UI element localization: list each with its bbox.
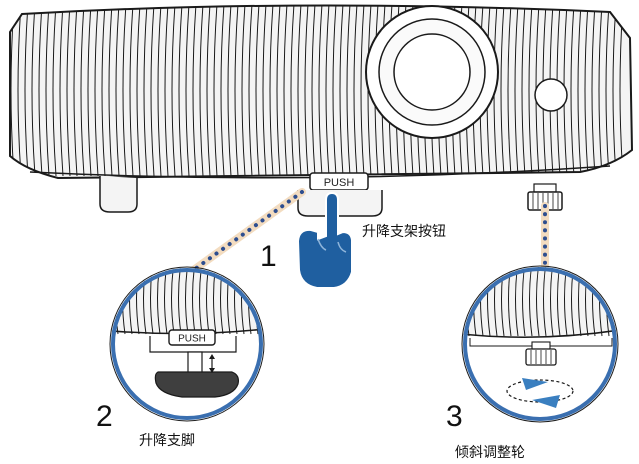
vent-line — [605, 5, 610, 177]
vent-line — [528, 5, 533, 177]
vent-line — [318, 5, 323, 177]
vent-line — [290, 5, 295, 177]
vent-line — [157, 5, 162, 177]
vent-line — [360, 5, 365, 177]
step-2-caption: 升降支脚 — [139, 433, 195, 449]
vent-line — [122, 5, 127, 177]
vent-line — [297, 5, 302, 177]
step-1-number: 1 — [260, 240, 277, 273]
vent-line — [206, 5, 211, 177]
vent-line — [52, 5, 57, 177]
vent-line — [192, 5, 197, 177]
vent-line — [115, 5, 120, 177]
zoom-push-button — [168, 329, 216, 346]
vent-line — [500, 5, 505, 177]
zoom-push-label: PUSH — [178, 334, 206, 345]
vent-line — [514, 5, 519, 177]
vent-line — [129, 5, 134, 177]
vent-line — [213, 5, 218, 177]
step-3-caption: 倾斜调整轮 — [455, 445, 525, 461]
callout-tilt-wheel — [460, 262, 619, 423]
vent-line — [584, 5, 589, 177]
ir-sensor — [534, 78, 568, 112]
zoom-tilt-wheel — [525, 348, 557, 366]
vent-line — [87, 5, 92, 177]
vent-line — [45, 5, 50, 177]
vent-line — [311, 5, 316, 177]
vent-line — [220, 5, 225, 177]
vent-line — [143, 5, 148, 177]
pointing-hand-icon — [296, 191, 353, 289]
vent-line — [353, 5, 358, 177]
step-1-caption: 升降支架按钮 — [362, 224, 446, 240]
vent-line — [591, 5, 596, 177]
vent-line — [38, 5, 43, 177]
vent-line — [102, 262, 105, 334]
vent-line — [304, 5, 309, 177]
vent-line — [199, 5, 204, 177]
push-button-label: PUSH — [324, 177, 355, 189]
up-down-arrow-icon — [209, 354, 215, 373]
vent-line — [31, 5, 36, 177]
vent-line — [507, 5, 512, 177]
vent-line — [598, 5, 603, 177]
step-2-number: 2 — [96, 400, 113, 433]
vent-line — [111, 268, 112, 335]
vent-line — [325, 5, 330, 177]
vent-line — [262, 5, 267, 177]
vent-line — [248, 5, 253, 177]
vent-line — [59, 5, 64, 177]
vent-line — [577, 5, 582, 177]
vent-line — [73, 5, 78, 177]
rotation-arrows-icon — [506, 378, 574, 408]
zoom-elevator-foot — [154, 371, 239, 398]
vent-line — [171, 5, 176, 177]
vent-line — [80, 5, 85, 177]
vent-line — [150, 5, 155, 177]
vent-line — [339, 5, 344, 177]
vent-line — [269, 5, 274, 177]
vent-line — [276, 5, 281, 177]
vent-line — [283, 5, 288, 177]
vent-line — [24, 5, 29, 177]
vent-line — [101, 5, 106, 177]
vent-line — [178, 5, 183, 177]
vent-line — [164, 5, 169, 177]
left-foot — [99, 176, 138, 213]
vent-line — [346, 5, 351, 177]
vent-line — [185, 5, 190, 177]
vent-line — [570, 5, 575, 177]
elevator-foot — [297, 190, 383, 217]
vent-line — [227, 5, 232, 177]
tilt-wheel[interactable] — [527, 183, 563, 211]
callout-elevator-foot: PUSH — [102, 262, 265, 422]
vent-line — [241, 5, 246, 177]
vent-line — [94, 5, 99, 177]
vent-line — [108, 5, 113, 177]
vent-line — [521, 5, 526, 177]
leader-lines — [184, 188, 549, 278]
vent-line — [460, 262, 463, 336]
projector-body: PUSH — [9, 4, 634, 217]
vent-line — [136, 5, 141, 177]
vent-line — [17, 5, 22, 177]
vent-line — [234, 5, 239, 177]
vent-line — [66, 5, 71, 177]
lens-glass — [393, 33, 471, 111]
vent-line — [332, 5, 337, 177]
vent-line — [255, 5, 260, 177]
vent-line — [612, 5, 617, 177]
step-3-number: 3 — [446, 400, 463, 433]
